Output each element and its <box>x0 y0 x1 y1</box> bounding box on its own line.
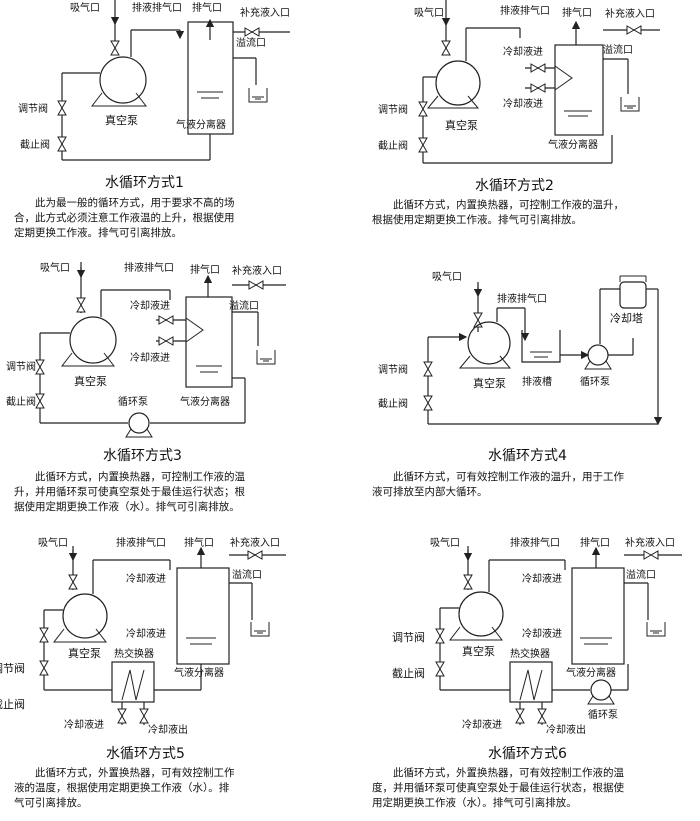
diagram-label: 冷却液进 <box>522 627 562 640</box>
mode-2-description: 此循环方式，内置换热器，可控制工作液的温升，根据使用定期更换工作液。排气可引离排… <box>372 199 624 226</box>
diagram-label: 真空泵 <box>74 374 107 388</box>
diagram-label: 补充液入口 <box>232 264 282 277</box>
diagram-label: 循环泵 <box>580 375 610 388</box>
diagram-label: 溢流口 <box>626 568 656 581</box>
mode-3-description: 此循环方式，内置换热器，可控制工作液的温升，并用循环泵可使真空泵处于最佳运行状态… <box>14 471 245 513</box>
diagram-label: 溢流口 <box>603 43 633 56</box>
diagram-label: 冷却液进 <box>64 718 104 731</box>
diagram-label: 吸气口 <box>40 261 70 274</box>
diagram-label: 排气口 <box>184 536 214 549</box>
diagram-label: 冷却液进 <box>503 45 543 58</box>
diagram-label: 截止阀 <box>6 395 36 408</box>
diagram-label: 冷却液出 <box>148 723 188 736</box>
diagram-label: 热交换器 <box>114 647 154 660</box>
diagram-label: 排液排气口 <box>116 536 166 549</box>
diagram-label: 调节阀 <box>18 102 48 115</box>
vacuum-pump-body <box>99 56 147 104</box>
diagram-label: 气液分离器 <box>176 118 226 131</box>
diagram-label: 截止阀 <box>378 397 408 410</box>
mode-1-title: 水循环方式1 <box>105 175 184 191</box>
diagram-label: 吸气口 <box>430 536 460 549</box>
mode-6-description: 此循环方式，外置换热器，可有效控制工作液的温度，并用循环泵可使真空泵处于最佳运行… <box>372 767 624 809</box>
diagram-label: 冷却液进 <box>130 299 170 312</box>
diagram-label: 热交换器 <box>510 647 550 660</box>
diagram-label: 冷却液出 <box>546 723 586 736</box>
diagram-label: 冷却液进 <box>130 351 170 364</box>
circulation-pump <box>128 412 150 434</box>
diagram-label: 截止阀 <box>0 697 25 711</box>
diagram-2: 吸气口 排液排气口 排气口 补充液入口 溢流口 冷却液进 冷却液进 真空泵 调节… <box>378 0 660 194</box>
mode-6-title: 水循环方式6 <box>488 746 567 762</box>
diagram-label: 气液分离器 <box>174 666 224 679</box>
diagram-label: 排气口 <box>192 1 222 14</box>
diagram-label: 补充液入口 <box>230 536 280 549</box>
mode-4-title: 水循环方式4 <box>488 448 567 464</box>
mode-4-description: 此循环方式，可有效控制工作液的温升，用于工作液可排放至内部大循环。 <box>372 471 624 498</box>
diagram-label: 冷却液进 <box>126 627 166 640</box>
diagram-label: 调节阀 <box>378 103 408 116</box>
cooling-tower <box>619 281 647 309</box>
diagram-label: 排液排气口 <box>124 261 174 274</box>
diagram-label: 补充液入口 <box>625 536 675 549</box>
diagram-label: 气液分离器 <box>180 395 230 408</box>
diagram-label: 溢流口 <box>229 299 259 312</box>
diagram-label: 补充液入口 <box>605 7 655 20</box>
diagram-label: 调节阀 <box>0 661 25 675</box>
diagram-label: 截止阀 <box>378 139 408 152</box>
diagram-label: 冷却液进 <box>126 572 166 585</box>
diagram-label: 排液排气口 <box>500 4 550 17</box>
mode-1-description: 此为最一般的循环方式，用于要求不高的场合，此方式必须注意工作液温的上升，根据使用… <box>14 197 235 239</box>
diagram-label: 吸气口 <box>38 536 68 549</box>
diagram-label: 排气口 <box>580 536 610 549</box>
mode-5-description: 此循环方式，外置换热器，可有效控制工作液的温度，根据使用定期更换工作液（水）。排… <box>14 767 235 809</box>
diagram-label: 排液槽 <box>522 375 552 388</box>
diagram-label: 调节阀 <box>6 360 36 373</box>
diagram-label: 吸气口 <box>70 1 100 14</box>
diagram-label: 循环泵 <box>118 395 148 408</box>
diagram-label: 排液排气口 <box>132 1 182 14</box>
diagram-label: 截止阀 <box>392 666 425 680</box>
diagram-label: 溢流口 <box>232 568 262 581</box>
diagram-1: 吸气口 排液排气口 排气口 补充液入口 溢流口 真空泵 调节阀 截止阀 气液分离… <box>18 0 290 191</box>
diagram-label: 溢流口 <box>236 36 266 49</box>
diagram-3: 吸气口 排液排气口 排气口 补充液入口 溢流口 冷却液进 冷却液进 真空泵 调节… <box>6 261 286 464</box>
diagram-label: 调节阀 <box>378 363 408 376</box>
mode-3-title: 水循环方式3 <box>103 448 182 464</box>
diagram-label: 排气口 <box>190 263 220 276</box>
diagram-label: 冷却液进 <box>522 572 562 585</box>
diagram-label: 冷却液进 <box>503 97 543 110</box>
diagram-5: 吸气口 排液排气口 排气口 补充液入口 溢流口 冷却液进 冷却液进 真空泵 热交… <box>0 536 286 762</box>
diagram-label: 气液分离器 <box>548 138 598 151</box>
diagram-label: 真空泵 <box>68 646 101 660</box>
diagram-label: 排气口 <box>562 6 592 19</box>
diagram-4: 吸气口 排液排气口 冷却塔 真空泵 排液槽 循环泵 调节阀 截止阀 水循环方式4 <box>378 270 663 464</box>
diagram-label: 截止阀 <box>20 138 50 151</box>
diagram-label: 排液排气口 <box>497 292 547 305</box>
diagram-label: 真空泵 <box>105 113 138 127</box>
mode-5-title: 水循环方式5 <box>106 746 185 762</box>
diagram-label: 补充液入口 <box>240 6 290 19</box>
drain-tank <box>521 330 561 363</box>
diagram-label: 真空泵 <box>473 376 506 390</box>
diagram-label: 吸气口 <box>432 270 462 283</box>
mode-2-title: 水循环方式2 <box>475 178 554 194</box>
diagram-6: 吸气口 排液排气口 排气口 补充液入口 溢流口 冷却液进 冷却液进 真空泵 热交… <box>392 536 682 762</box>
diagram-label: 真空泵 <box>462 644 495 658</box>
diagram-label: 真空泵 <box>445 118 478 132</box>
diagram-label: 吸气口 <box>414 6 444 19</box>
diagram-label: 循环泵 <box>588 708 618 721</box>
heat-exchanger <box>111 661 155 703</box>
diagram-label: 调节阀 <box>392 630 425 644</box>
diagram-label: 排液排气口 <box>510 536 560 549</box>
diagram-label: 冷却液进 <box>462 718 502 731</box>
diagram-label: 冷却塔 <box>610 312 643 325</box>
diagram-label: 气液分离器 <box>566 666 616 679</box>
